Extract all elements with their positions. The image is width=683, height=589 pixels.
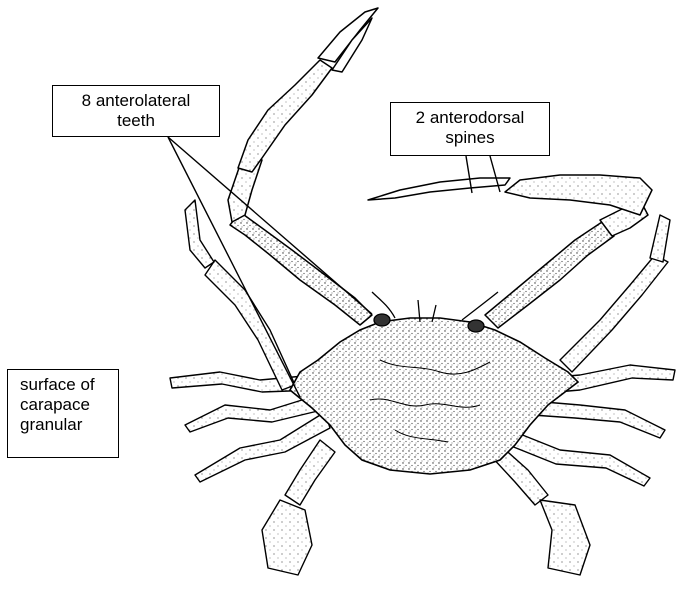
label-anterodorsal-spines: 2 anterodorsal spines (390, 102, 550, 156)
label-spines-line2: spines (391, 128, 549, 148)
left-leg-arm-upper (205, 260, 295, 390)
right-claw-merus (485, 222, 614, 328)
label-surface-line2: carapace (20, 395, 118, 415)
right-leg-top (650, 215, 670, 262)
leader-teeth-2 (168, 137, 300, 397)
label-teeth-line1: 8 anterolateral (53, 91, 219, 111)
right-leg-upper (560, 255, 668, 372)
left-leg-upper-2 (185, 200, 214, 268)
label-surface-line3: granular (20, 415, 118, 435)
label-surface-line1: surface of (20, 375, 118, 395)
left-claw-propodus (238, 60, 332, 172)
left-paddle (262, 500, 312, 575)
left-eye (374, 314, 390, 326)
label-teeth-line2: teeth (53, 111, 219, 131)
right-eye (468, 320, 484, 332)
left-paddle-upper (285, 440, 335, 505)
label-carapace-surface: surface of carapace granular (7, 369, 119, 458)
right-claw-propodus (505, 175, 652, 215)
label-anterolateral-teeth: 8 anterolateral teeth (52, 85, 220, 137)
right-claw-dactyl (368, 178, 510, 200)
label-spines-line1: 2 anterodorsal (391, 108, 549, 128)
right-paddle (540, 500, 590, 575)
